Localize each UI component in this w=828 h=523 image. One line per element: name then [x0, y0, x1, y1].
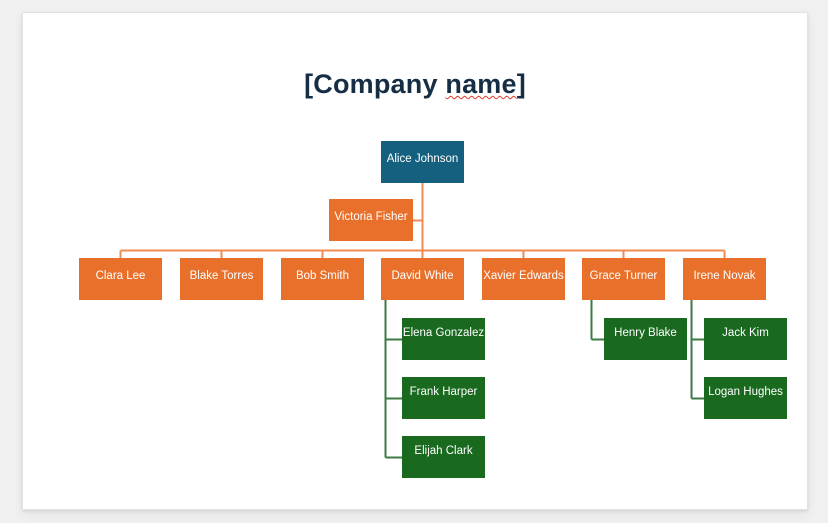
org-node-frank-harper[interactable]: Frank Harper: [402, 377, 485, 419]
org-node-clara-lee[interactable]: Clara Lee: [79, 258, 162, 300]
org-node-label: Bob Smith: [295, 270, 350, 282]
org-node-label: Alice Johnson: [386, 153, 459, 165]
org-chart[interactable]: Alice Johnson Victoria Fisher Clara Lee …: [23, 13, 807, 509]
org-node-irene-novak[interactable]: Irene Novak: [683, 258, 766, 300]
org-node-elijah-clark[interactable]: Elijah Clark: [402, 436, 485, 478]
org-node-label: Elena Gonzalez: [402, 327, 485, 339]
org-node-label: Xavier Edwards: [483, 270, 564, 282]
org-node-label: David White: [391, 270, 454, 282]
page-title-prefix: [Company: [304, 69, 446, 100]
org-node-label: Logan Hughes: [708, 386, 783, 398]
org-node-label: Elijah Clark: [414, 445, 473, 457]
org-node-label: Henry Blake: [614, 327, 677, 339]
connector-layer: [119, 183, 726, 459]
org-node-label: Frank Harper: [409, 386, 478, 398]
org-node-label: Grace Turner: [589, 270, 658, 282]
org-node-jack-kim[interactable]: Jack Kim: [704, 318, 787, 360]
document-page: [Company name]: [22, 12, 808, 510]
org-node-victoria-fisher[interactable]: Victoria Fisher: [329, 199, 413, 241]
org-node-label: Jack Kim: [722, 327, 769, 339]
org-node-david-white[interactable]: David White: [381, 258, 464, 300]
page-title-misspelled-word: name: [445, 69, 517, 100]
org-node-grace-turner[interactable]: Grace Turner: [582, 258, 665, 300]
org-node-label: Blake Torres: [189, 270, 254, 282]
org-node-blake-torres[interactable]: Blake Torres: [180, 258, 263, 300]
org-node-label: Irene Novak: [693, 270, 756, 282]
org-node-bob-smith[interactable]: Bob Smith: [281, 258, 364, 300]
org-node-label: Clara Lee: [95, 270, 146, 282]
org-node-logan-hughes[interactable]: Logan Hughes: [704, 377, 787, 419]
org-node-alice-johnson[interactable]: Alice Johnson: [381, 141, 464, 183]
page-title: [Company name]: [23, 69, 807, 100]
org-node-xavier-edwards[interactable]: Xavier Edwards: [482, 258, 565, 300]
org-node-label: Victoria Fisher: [334, 211, 408, 223]
page-title-suffix: ]: [516, 69, 526, 100]
org-node-elena-gonzalez[interactable]: Elena Gonzalez: [402, 318, 485, 360]
org-node-henry-blake[interactable]: Henry Blake: [604, 318, 687, 360]
